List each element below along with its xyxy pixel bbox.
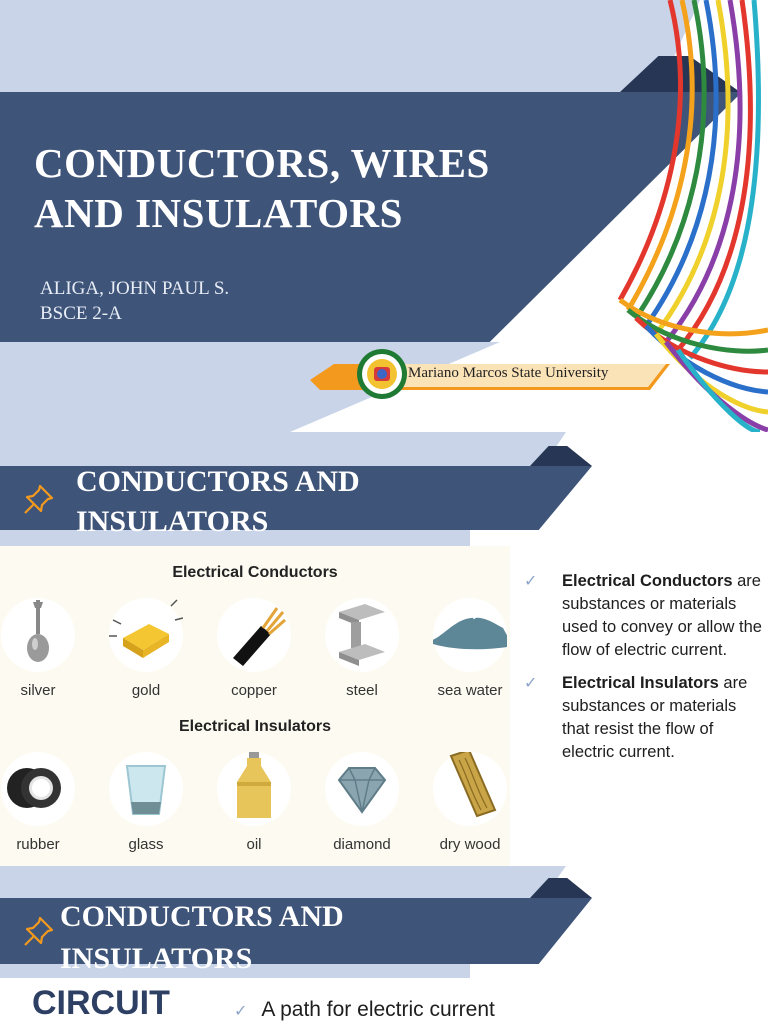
pushpin-icon <box>24 916 54 946</box>
top-light-band <box>0 432 566 466</box>
checkmark-icon: ✓ <box>234 1003 248 1020</box>
insulator-oil: oil <box>204 752 304 853</box>
checkmark-icon: ✓ <box>524 573 538 590</box>
university-name: Mariano Marcos State University <box>408 365 609 381</box>
author-block: ALIGA, JOHN PAUL S. BSCE 2-A <box>40 276 229 326</box>
conductor-sea-water: sea water <box>420 598 520 699</box>
sea-wave-icon <box>433 613 507 650</box>
insulator-definition: ✓ Electrical Insulators are substances o… <box>524 674 748 761</box>
conductor-copper: copper <box>204 598 304 699</box>
insulators-heading: Electrical Insulators <box>178 718 332 735</box>
definition-list: ✓ Electrical Conductors are substances o… <box>520 570 768 774</box>
steel-beam-icon <box>339 604 385 666</box>
conductor-definition: ✓ Electrical Conductors are substances o… <box>524 572 762 659</box>
circuit-definition: ✓A path for electric current <box>234 998 495 1021</box>
conductors-heading: Electrical Conductors <box>172 564 338 581</box>
circuit-heading: CIRCUIT <box>32 984 170 1022</box>
university-seal-icon <box>357 349 407 399</box>
slide-title: CONDUCTORS AND INSULATORS <box>60 900 344 975</box>
presentation-title: CONDUCTORS, WIRES AND INSULATORS <box>34 140 490 236</box>
glass-cup-icon <box>125 765 167 815</box>
diamond-icon <box>337 767 387 814</box>
top-light-band <box>0 0 700 92</box>
title-banner <box>0 898 592 964</box>
copper-wire-icon <box>233 607 286 666</box>
slide-title: CONDUCTORS AND INSULATORS <box>76 465 360 538</box>
bottom-light-band <box>0 530 470 546</box>
insulator-glass: glass <box>96 752 196 853</box>
author-section: BSCE 2-A <box>40 303 122 324</box>
title-slide: CONDUCTORS, WIRES AND INSULATORS ALIGA, … <box>0 0 768 432</box>
pushpin-icon <box>24 484 54 514</box>
checkmark-icon: ✓ <box>524 675 538 692</box>
conductor-silver: silver <box>0 598 88 699</box>
silver-spoon-icon <box>27 600 49 662</box>
author-name: ALIGA, JOHN PAUL S. <box>40 278 230 299</box>
insulator-dry-wood: dry wood <box>420 752 520 853</box>
conductors-insulators-slide: CONDUCTORS AND INSULATORS Electrical Con… <box>0 432 768 866</box>
gold-bar-icon <box>109 599 183 658</box>
conductor-steel: steel <box>312 598 412 699</box>
title-banner <box>0 466 592 530</box>
conductor-gold: gold <box>96 598 196 699</box>
bottom-light-band <box>0 964 470 978</box>
oil-bottle-icon <box>237 752 271 818</box>
wood-plank-icon <box>449 752 497 818</box>
top-light-band <box>0 866 566 898</box>
circuit-slide: CONDUCTORS AND INSULATORS CIRCUIT ✓A pat… <box>0 866 768 1024</box>
insulator-diamond: diamond <box>312 752 412 853</box>
materials-illustration: Electrical Conductors silver gold copper <box>0 546 510 866</box>
colorful-wires-image <box>617 0 768 432</box>
insulator-rubber: rubber <box>0 752 88 853</box>
rubber-tire-icon <box>7 768 61 808</box>
